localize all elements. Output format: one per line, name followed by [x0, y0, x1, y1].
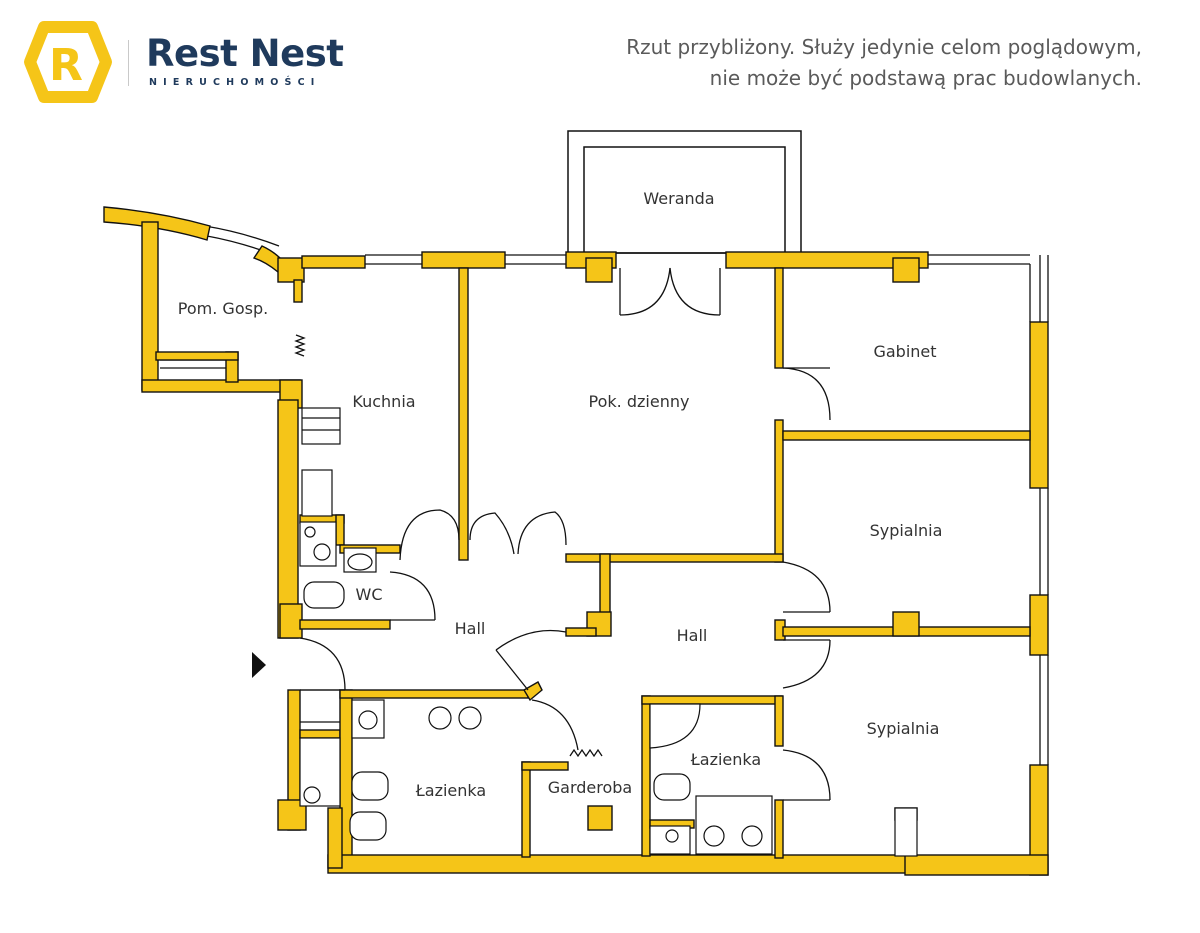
room-label-kuchnia: Kuchnia	[352, 392, 415, 411]
room-label-pom-gosp: Pom. Gosp.	[178, 299, 268, 318]
doors	[294, 267, 831, 801]
toilet-icon	[653, 773, 691, 801]
bidet-icon	[349, 811, 387, 841]
fixtures	[299, 407, 918, 857]
brand-divider	[128, 40, 129, 86]
room-label-hall-2: Hall	[677, 626, 708, 645]
room-label-weranda: Weranda	[643, 189, 714, 208]
brand-logo-icon: R	[24, 21, 112, 103]
room-label-lazienka-1: Łazienka	[415, 781, 486, 800]
kitchen-sink-icon	[301, 469, 333, 517]
walls	[103, 206, 1049, 876]
disclaimer-line-1: Rzut przybliżony. Służy jedynie celom po…	[626, 35, 1142, 59]
shower-icon	[649, 703, 701, 749]
room-label-garderoba: Garderoba	[548, 778, 632, 797]
brand-logo-letter: R	[49, 40, 83, 91]
room-label-lazienka-2: Łazienka	[690, 750, 761, 769]
room-label-hall-1: Hall	[455, 619, 486, 638]
entrance-arrow-icon	[252, 652, 266, 678]
disclaimer-line-2: nie może być podstawą prac budowlanych.	[709, 66, 1142, 90]
room-label-sypialnia-1: Sypialnia	[870, 521, 943, 540]
sink-icon	[428, 706, 452, 730]
room-label-sypialnia-2: Sypialnia	[867, 719, 940, 738]
brand-subtitle: NIERUCHOMOŚCI	[149, 77, 321, 88]
stove-icon	[301, 407, 341, 445]
brand-name: Rest Nest	[146, 32, 344, 75]
sink-icon	[458, 706, 482, 730]
disclaimer: Rzut przybliżony. Służy jedynie celom po…	[522, 32, 1142, 94]
room-label-gabinet: Gabinet	[873, 342, 936, 361]
veranda-frame	[567, 130, 802, 254]
toilet-icon	[351, 771, 389, 801]
room-label-pok-dzienny: Pok. dzienny	[589, 392, 690, 411]
sink-counter-icon	[695, 795, 773, 855]
room-label-wc: WC	[356, 585, 383, 604]
wc-toilet-icon	[303, 581, 345, 609]
